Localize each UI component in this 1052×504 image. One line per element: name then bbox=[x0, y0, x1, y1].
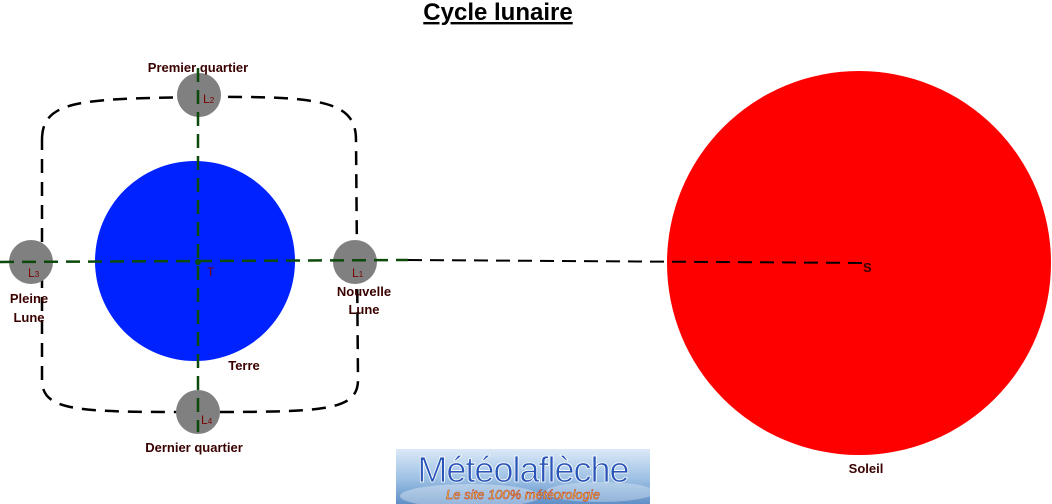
earth-sun-line bbox=[407, 259, 871, 264]
phase-label-full-moon-line1: Pleine bbox=[10, 291, 48, 306]
sun-marker: S bbox=[863, 260, 872, 275]
site-logo[interactable]: Météolaflèche Le site 100% météorologie bbox=[396, 449, 655, 504]
logo-background bbox=[396, 449, 650, 504]
moon-L1 bbox=[333, 240, 377, 284]
moon-label-L4: L4 bbox=[201, 413, 213, 427]
moon-orbit bbox=[40, 95, 360, 414]
sun-label: Soleil bbox=[849, 461, 884, 476]
logo-cloud bbox=[400, 484, 540, 504]
phase-label-first-quarter: Premier quartier bbox=[148, 60, 248, 75]
diagram-title: Cycle lunaire bbox=[423, 0, 572, 26]
logo-cloud bbox=[545, 482, 655, 502]
phase-label-full-moon-line2: Lune bbox=[13, 310, 44, 325]
moon-label-L2: L2 bbox=[203, 92, 215, 106]
earth-axis-horizontal bbox=[0, 258, 409, 264]
moon-label-L1: L1 bbox=[352, 266, 364, 280]
phase-label-last-quarter: Dernier quartier bbox=[145, 440, 243, 455]
phase-label-new-moon-line2: Lune bbox=[348, 302, 379, 317]
moon-label-L3: L3 bbox=[28, 266, 40, 280]
logo-name: Météolaflèche bbox=[417, 449, 628, 490]
phase-label-new-moon-line1: Nouvelle bbox=[337, 284, 391, 299]
earth-disc bbox=[95, 161, 295, 361]
earth-label: Terre bbox=[228, 358, 260, 373]
logo-tagline: Le site 100% météorologie bbox=[446, 487, 600, 502]
earth-center-dot bbox=[195, 259, 201, 265]
earth-marker: T bbox=[207, 265, 215, 279]
